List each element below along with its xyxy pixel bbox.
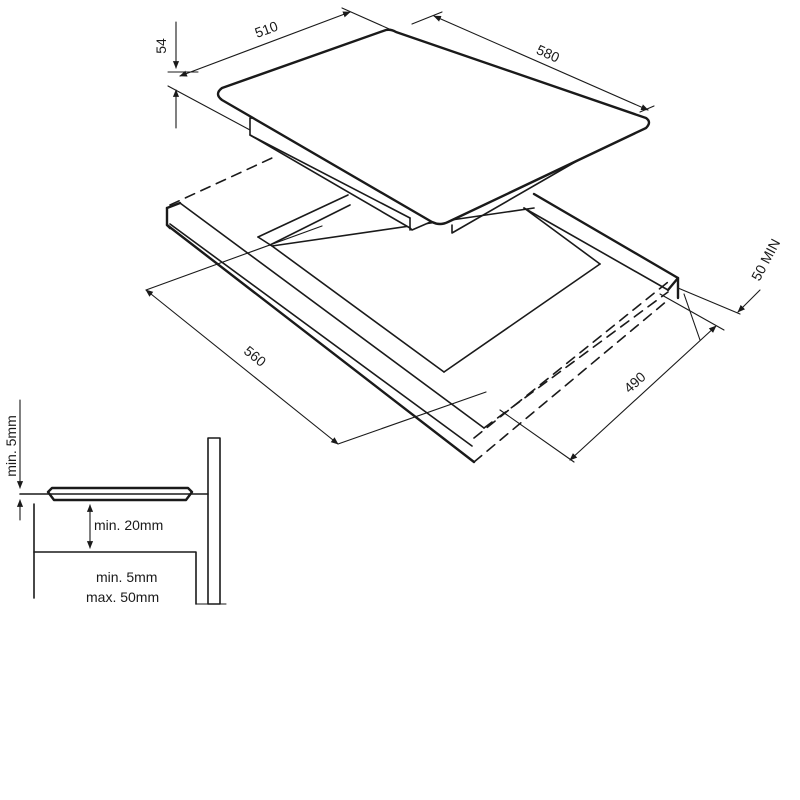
dimension-lines	[145, 7, 761, 463]
hob	[216, 28, 651, 234]
gap-below-label: min. 20mm	[94, 517, 163, 533]
hob-depth-label: 510	[253, 18, 281, 41]
worktop-min-label: min. 5mm	[96, 569, 157, 585]
section-detail-labels: min. 5mm min. 20mm min. 5mm max. 50mm	[3, 415, 163, 605]
rear-clearance-label: 50 MIN	[748, 236, 783, 283]
cutout-width-label: 560	[241, 343, 269, 370]
section-detail	[16, 399, 227, 605]
gap-top-label: min. 5mm	[3, 415, 19, 476]
hob-thickness-label: 54	[153, 38, 169, 54]
worktop-max-label: max. 50mm	[86, 589, 159, 605]
